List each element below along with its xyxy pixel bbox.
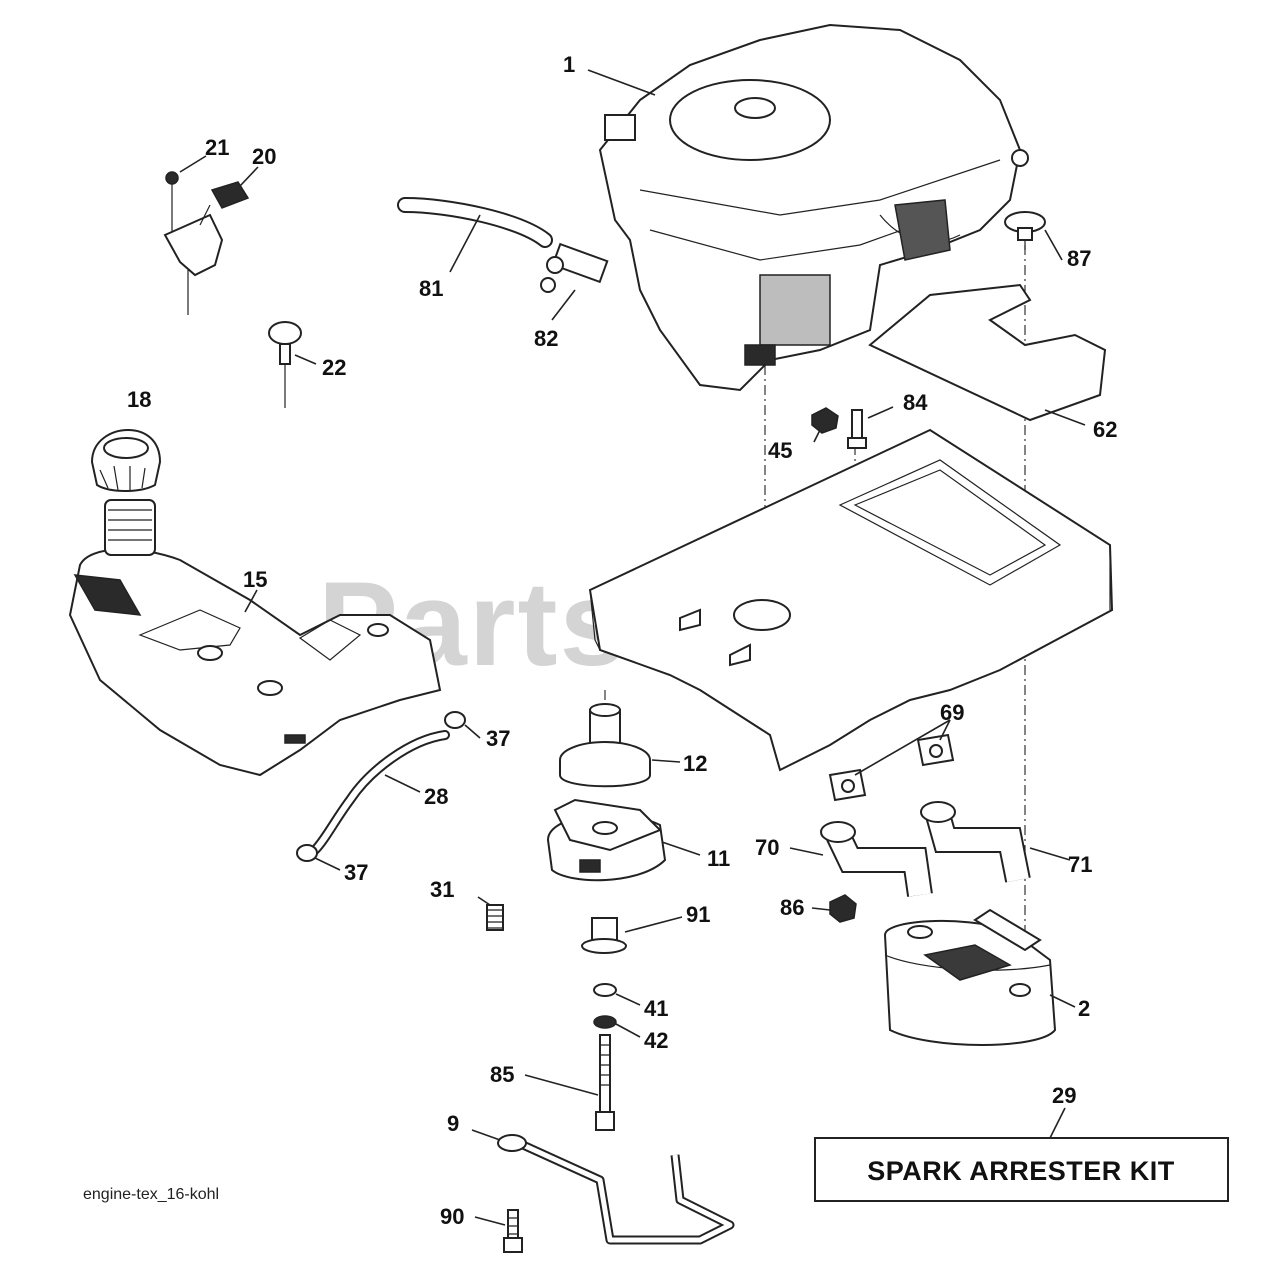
chassis-plate-icon[interactable]: [588, 428, 1114, 772]
callout-71[interactable]: 71: [1068, 852, 1092, 877]
nut-icon[interactable]: [811, 407, 839, 434]
callout-1[interactable]: 1: [563, 52, 575, 77]
choke-knob-icon[interactable]: [268, 321, 302, 408]
callout-70[interactable]: 70: [755, 835, 779, 860]
heat-shield-icon[interactable]: [868, 283, 1107, 422]
callout-28[interactable]: 28: [424, 784, 448, 809]
callout-18[interactable]: 18: [127, 387, 151, 412]
callout-69[interactable]: 69: [940, 700, 964, 725]
callout-62[interactable]: 62: [1093, 417, 1117, 442]
dipstick-cap-icon[interactable]: [1004, 211, 1046, 250]
callout-20[interactable]: 20: [252, 144, 276, 169]
exhaust-nut-icon[interactable]: [829, 894, 857, 923]
callout-22[interactable]: 22: [322, 355, 346, 380]
callout-12[interactable]: 12: [683, 751, 707, 776]
callout-84[interactable]: 84: [903, 390, 928, 415]
hose-clamp-icon[interactable]: [296, 711, 466, 862]
pulley-icon[interactable]: [559, 703, 651, 788]
callout-41[interactable]: 41: [644, 996, 668, 1021]
pivot-rod-icon[interactable]: [497, 1134, 735, 1245]
fuel-fitting-icon[interactable]: [540, 242, 609, 293]
callout-86[interactable]: 86: [780, 895, 804, 920]
callout-45[interactable]: 45: [768, 438, 792, 463]
callout-2[interactable]: 2: [1078, 996, 1090, 1021]
rod-bolt-icon[interactable]: [503, 1209, 523, 1253]
muffler-icon[interactable]: [883, 908, 1057, 1046]
clutch-bolt-icon[interactable]: [595, 1034, 615, 1131]
callout-91[interactable]: 91: [686, 902, 710, 927]
clutch-icon[interactable]: [546, 798, 667, 882]
exhaust-pipe-icon[interactable]: [820, 801, 1031, 897]
callouts: 1 21 20 81 82 22 87 18 84 62 45 15 69 37…: [127, 52, 1117, 1229]
spring-icon[interactable]: [486, 904, 504, 931]
fuel-hose-icon[interactable]: [310, 730, 450, 855]
callout-31[interactable]: 31: [430, 877, 454, 902]
callout-42[interactable]: 42: [644, 1028, 668, 1053]
callout-29[interactable]: 29: [1052, 1083, 1076, 1108]
bushing-icon[interactable]: [581, 917, 627, 954]
bolt-icon[interactable]: [847, 409, 867, 449]
callout-85[interactable]: 85: [490, 1062, 514, 1087]
washer-icon[interactable]: [593, 983, 617, 1029]
gasket-icon[interactable]: [828, 733, 955, 802]
leader-lines: [179, 69, 1086, 1226]
callout-9[interactable]: 9: [447, 1111, 459, 1136]
callout-82[interactable]: 82: [534, 326, 558, 351]
fuel-cap-icon[interactable]: [90, 428, 162, 492]
diagram-reference: engine-tex_16-kohl: [83, 1186, 219, 1203]
callout-87[interactable]: 87: [1067, 246, 1091, 271]
callout-11[interactable]: 11: [707, 846, 730, 871]
spark-arrester-kit-label: SPARK ARRESTER KIT: [867, 1156, 1175, 1186]
fuel-tank-icon[interactable]: [68, 499, 442, 777]
fuel-line-icon[interactable]: [397, 197, 553, 248]
callout-15[interactable]: 15: [243, 567, 267, 592]
callout-37b[interactable]: 37: [344, 860, 368, 885]
callout-81[interactable]: 81: [419, 276, 443, 301]
throttle-control-icon[interactable]: [163, 171, 250, 315]
spark-arrester-kit-box[interactable]: SPARK ARRESTER KIT: [814, 1137, 1229, 1202]
callout-90[interactable]: 90: [440, 1204, 464, 1229]
callout-37a[interactable]: 37: [486, 726, 510, 751]
engine-icon[interactable]: [598, 23, 1029, 392]
callout-21[interactable]: 21: [205, 135, 229, 160]
